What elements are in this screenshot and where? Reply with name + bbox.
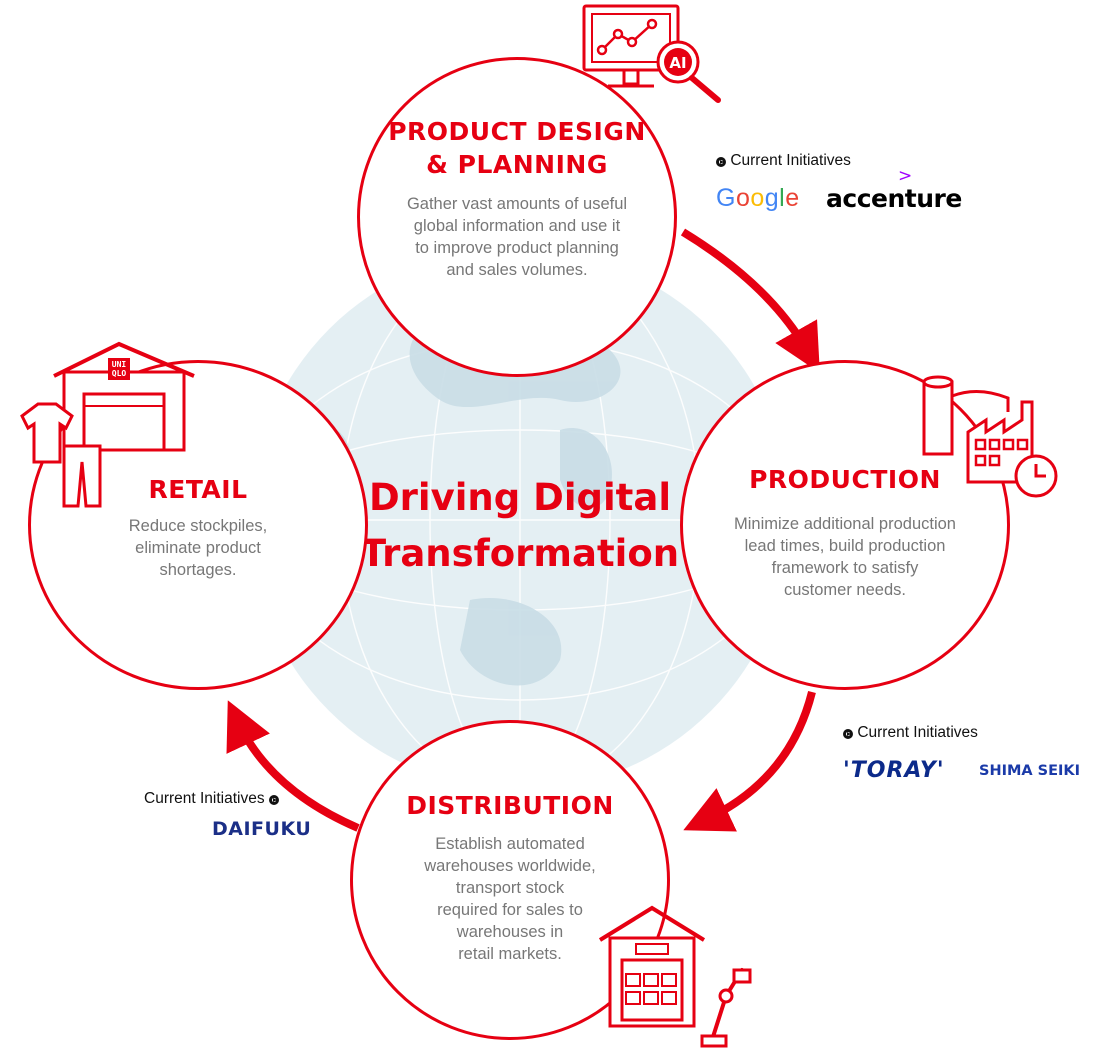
fabric-factory-clock-icon xyxy=(922,375,1058,498)
svg-text:AI: AI xyxy=(669,54,686,72)
stage-production-title: PRODUCTION xyxy=(749,465,941,494)
desc-line: transport stock xyxy=(455,879,565,897)
desc-line: warehouses in xyxy=(456,923,564,941)
google-letter: l xyxy=(779,184,786,212)
stage-distribution-title: DISTRIBUTION xyxy=(406,791,614,820)
accenture-logo: accenture > xyxy=(826,166,962,213)
initiatives-label-text: Current Initiatives xyxy=(730,152,851,169)
stage-distribution-description: Establish automated warehouses worldwide… xyxy=(383,833,637,965)
center-title: Driving Digital Transformation xyxy=(330,470,710,582)
arrow-production-to-distribution xyxy=(683,691,816,832)
initiatives-label-text: Current Initiatives xyxy=(144,790,265,807)
toray-logo: 'TORAY' xyxy=(843,758,945,783)
stage-design-description: Gather vast amounts of useful global inf… xyxy=(372,193,662,281)
daifuku-logo: DAIFUKU xyxy=(212,818,312,840)
desc-line: warehouses worldwide, xyxy=(424,857,596,875)
google-letter: g xyxy=(764,184,780,212)
stage-product-design: PRODUCT DESIGN & PLANNING Gather vast am… xyxy=(357,57,677,377)
initiatives-label-design: Current Initiatives xyxy=(716,152,851,170)
arrow-bullet-icon xyxy=(843,729,853,739)
desc-line: Reduce stockpiles, xyxy=(128,517,268,535)
stage-design-title-line2: & PLANNING xyxy=(426,150,608,179)
desc-line: customer needs. xyxy=(784,581,906,599)
stage-production-description: Minimize additional production lead time… xyxy=(697,513,993,601)
automated-warehouse-robot-icon xyxy=(598,905,752,1048)
stage-design-title: PRODUCT DESIGN & PLANNING xyxy=(360,115,674,181)
desc-line: Gather vast amounts of useful xyxy=(406,195,628,213)
google-letter: G xyxy=(716,184,736,212)
desc-line: lead times, build production xyxy=(744,537,946,555)
desc-line: Establish automated xyxy=(435,835,585,853)
initiatives-label-production: Current Initiatives xyxy=(843,724,978,742)
arrow-design-to-production xyxy=(680,228,820,373)
accenture-mark-icon: > xyxy=(898,166,912,186)
google-logo-text: Google xyxy=(716,184,800,212)
uniqlo-store-clothing-icon: UNI QLO xyxy=(20,341,195,508)
desc-line: required for sales to xyxy=(437,901,583,919)
ai-analytics-monitor-icon: AI xyxy=(582,4,721,103)
initiatives-label-distribution: Current Initiatives xyxy=(144,790,279,808)
stage-production: PRODUCTION Minimize additional productio… xyxy=(680,360,1010,690)
stage-design-title-line1: PRODUCT DESIGN xyxy=(388,117,646,146)
store-sign-line1: UNI xyxy=(112,360,127,369)
google-letter: o xyxy=(750,184,765,212)
desc-line: and sales volumes. xyxy=(446,261,588,279)
google-letter: e xyxy=(785,184,800,212)
store-logo-sign xyxy=(108,358,130,380)
arrow-bullet-icon xyxy=(268,795,279,805)
desc-line: eliminate product xyxy=(135,539,261,557)
desc-line: global information and use it xyxy=(413,217,621,235)
stage-retail-description: Reduce stockpiles, eliminate product sho… xyxy=(71,515,325,581)
initiatives-label-text: Current Initiatives xyxy=(857,724,978,741)
stage-retail-title: RETAIL xyxy=(148,475,248,504)
google-logo: Google xyxy=(716,184,800,213)
desc-line: shortages. xyxy=(159,561,237,579)
desc-line: framework to satisfy xyxy=(771,559,919,577)
desc-line: Minimize additional production xyxy=(734,515,956,533)
desc-line: to improve product planning xyxy=(415,239,619,257)
accenture-logo-text: accenture xyxy=(826,184,962,213)
center-title-line1: Driving Digital xyxy=(368,476,672,519)
arrow-distribution-to-retail xyxy=(226,700,360,832)
google-letter: o xyxy=(735,184,751,212)
desc-line: retail markets. xyxy=(458,945,562,963)
shima-seiki-logo: SHIMA SEIKI xyxy=(979,763,1081,779)
center-title-line2: Transformation xyxy=(360,532,680,575)
store-sign-line2: QLO xyxy=(112,369,127,378)
arrow-bullet-icon xyxy=(716,157,726,167)
